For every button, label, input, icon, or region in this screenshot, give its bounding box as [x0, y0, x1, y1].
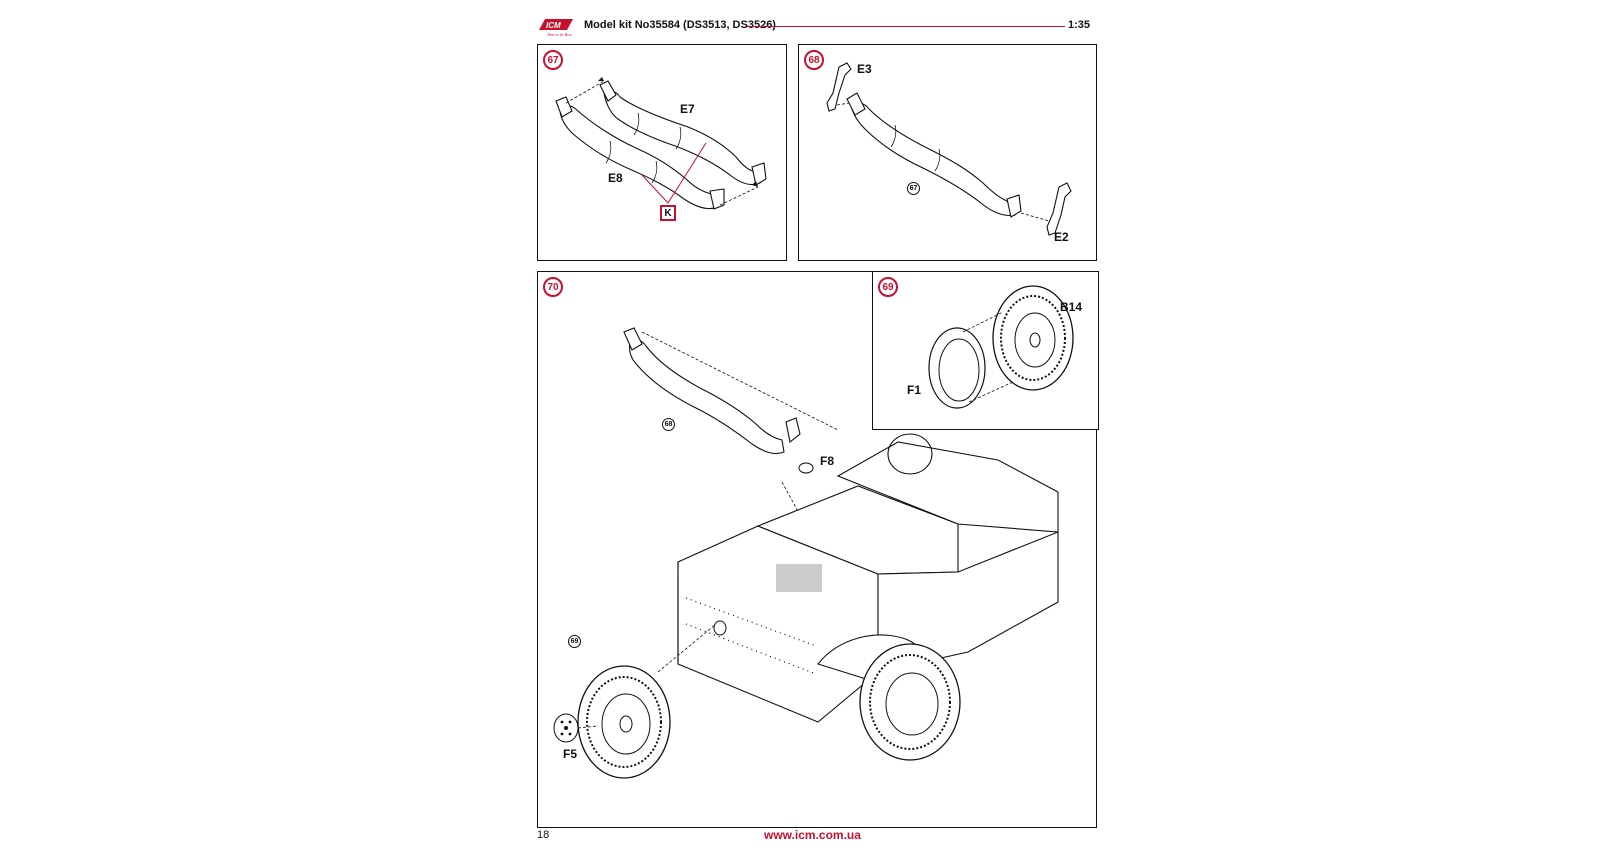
part-label-f5: F5 [563, 747, 578, 761]
step-70-panel: 70 F8 F5 68 69 [537, 271, 1099, 828]
tarp-part-icon [555, 77, 767, 210]
kit-scale: 1:35 [1067, 19, 1090, 31]
part-label-f1: F1 [907, 383, 922, 397]
step-number-badge: 70 [543, 277, 563, 297]
sub-step-ref-68: 68 [662, 418, 675, 431]
part-label-e8: E8 [608, 171, 623, 185]
step-67-panel: 67 E7 E8 K [537, 44, 787, 261]
wheel-icon [928, 285, 1074, 409]
svg-text:Time to be Best: Time to be Best [547, 32, 572, 37]
header-rule [747, 26, 1065, 27]
step-number-badge: 68 [804, 50, 824, 70]
svg-text:ICM: ICM [546, 21, 561, 30]
step-68-panel: 68 E3 E2 67 [798, 44, 1097, 261]
kit-title: Model kit No35584 (DS3513, DS3526) [584, 19, 776, 31]
sub-step-ref-69: 69 [568, 635, 581, 648]
page-number: 18 [537, 829, 550, 841]
part-label-e3: E3 [857, 62, 872, 76]
website-link[interactable]: www.icm.com.ua [764, 828, 861, 842]
part-label-e2: E2 [1054, 230, 1069, 244]
step-number-badge: 67 [543, 50, 563, 70]
step-69-panel: 69 B14 F1 [872, 271, 1099, 430]
sub-step-ref: 67 [907, 182, 920, 195]
k-marker: K [660, 205, 676, 221]
page-header: ICM Time to be Best Model kit No35584 (D… [537, 16, 1090, 38]
tarp-part-icon [826, 62, 1072, 236]
part-label-b14: B14 [1060, 300, 1083, 314]
icm-logo-icon: ICM Time to be Best [537, 16, 577, 38]
part-label-f8: F8 [820, 454, 835, 468]
part-label-e7: E7 [680, 102, 695, 116]
vehicle-body-icon [553, 327, 1059, 779]
step-number-badge: 69 [878, 277, 898, 297]
